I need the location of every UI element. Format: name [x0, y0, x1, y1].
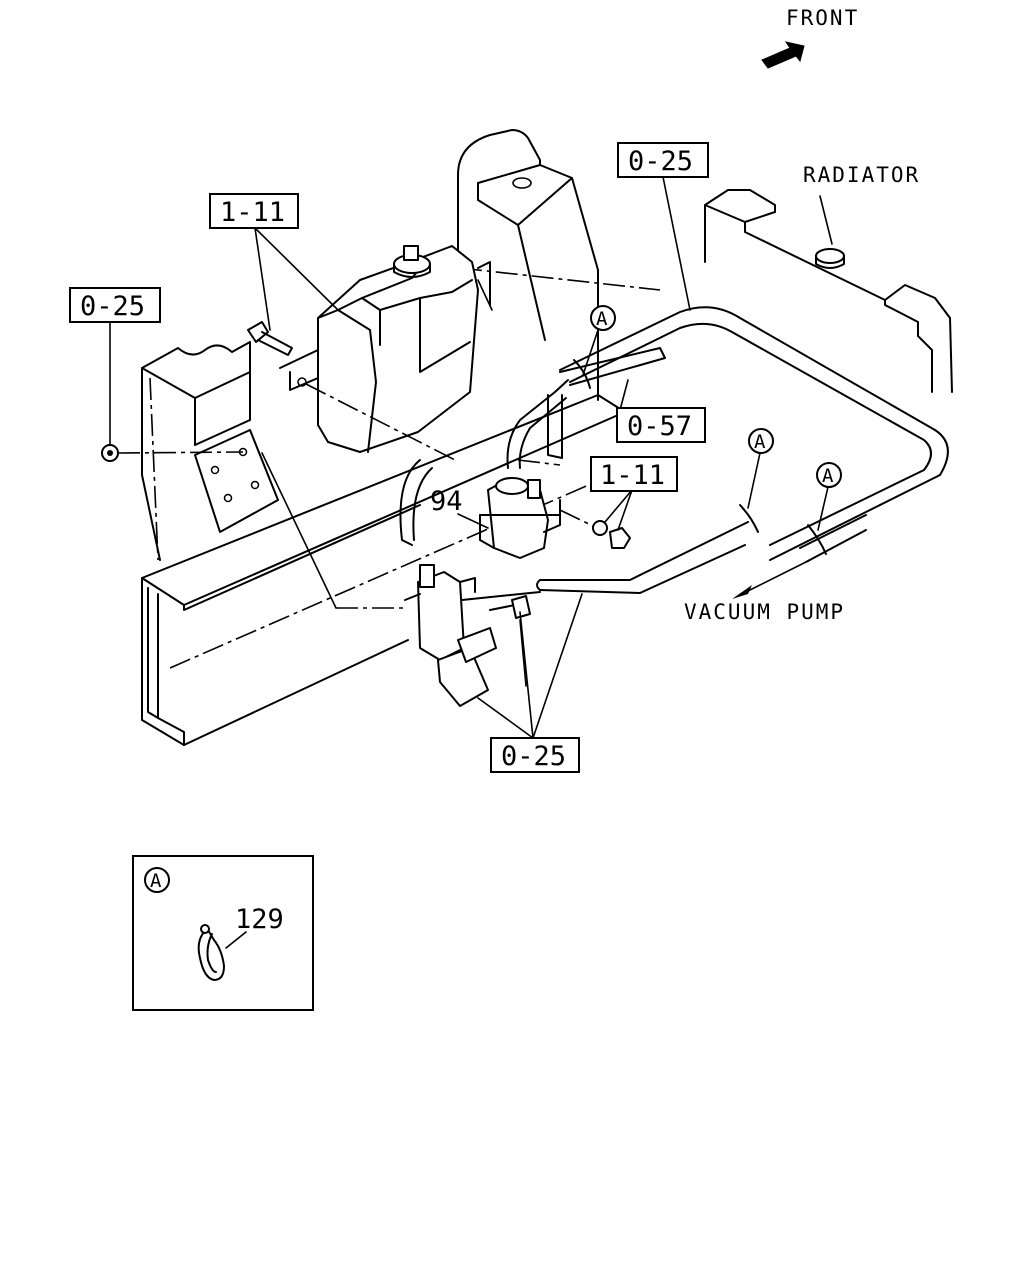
leader-1-11-a — [254, 227, 271, 331]
callout-0-25-left-text: 0-25 — [80, 291, 145, 322]
leader-0-25-b — [519, 611, 534, 739]
radiator: RADIATOR — [704, 163, 953, 393]
marker-a-2: A — [754, 431, 766, 453]
callout-0-25-top-text: 0-25 — [628, 146, 693, 177]
frame-bracket — [457, 129, 661, 401]
callout-0-57-text: 0-57 — [627, 411, 692, 442]
detail-a-inset: A 129 — [132, 855, 314, 1011]
tank-bolt — [247, 321, 293, 356]
leader-0-57 — [619, 379, 629, 411]
washer-nut — [559, 509, 631, 549]
callout-1-11-top-text: 1-11 — [220, 197, 285, 228]
marker-a-3: A — [822, 465, 834, 487]
tank-hose — [399, 347, 666, 546]
leader-1-11-mid-b — [617, 489, 633, 531]
callout-0-25-top: 0-25 — [617, 142, 709, 178]
callout-1-11-top: 1-11 — [209, 193, 299, 229]
radiator-label: RADIATOR — [803, 163, 920, 187]
callout-1-11-mid-text: 1-11 — [600, 460, 665, 491]
leader-0-25-a — [477, 697, 534, 739]
vacuum-pipe-loop — [536, 306, 949, 594]
leader-1-11-b — [254, 227, 339, 311]
valve-94: 94 — [430, 477, 561, 559]
part-129-label: 129 — [235, 904, 284, 935]
detail-a-title: A — [150, 870, 162, 892]
left-bracket — [141, 341, 279, 561]
front-indicator: FRONT — [761, 6, 859, 69]
callout-0-57: 0-57 — [616, 407, 706, 443]
leader-1-11-mid-a — [604, 489, 633, 523]
front-label: FRONT — [786, 6, 859, 30]
front-arrow-icon — [761, 41, 805, 69]
part-94-label: 94 — [430, 486, 463, 517]
leader-0-25-c — [532, 593, 583, 739]
vacuum-pump-label: VACUUM PUMP — [684, 600, 845, 624]
vacuum-tank — [279, 245, 493, 461]
clip-markers: A A A — [573, 305, 842, 555]
left-nut — [101, 322, 244, 462]
solenoid-valve — [261, 452, 541, 707]
callout-0-25-bottom: 0-25 — [490, 737, 580, 773]
frame-rail — [141, 394, 626, 746]
callout-1-11-mid: 1-11 — [590, 456, 678, 492]
leader-0-25-top — [662, 176, 691, 311]
callout-0-25-left: 0-25 — [69, 287, 161, 323]
marker-a-1: A — [596, 308, 608, 330]
solenoid-bolt — [489, 595, 531, 687]
hose-clip-icon — [197, 929, 225, 981]
vacuum-pump-branch: VACUUM PUMP — [684, 514, 867, 624]
callout-0-25-bottom-text: 0-25 — [501, 741, 566, 772]
